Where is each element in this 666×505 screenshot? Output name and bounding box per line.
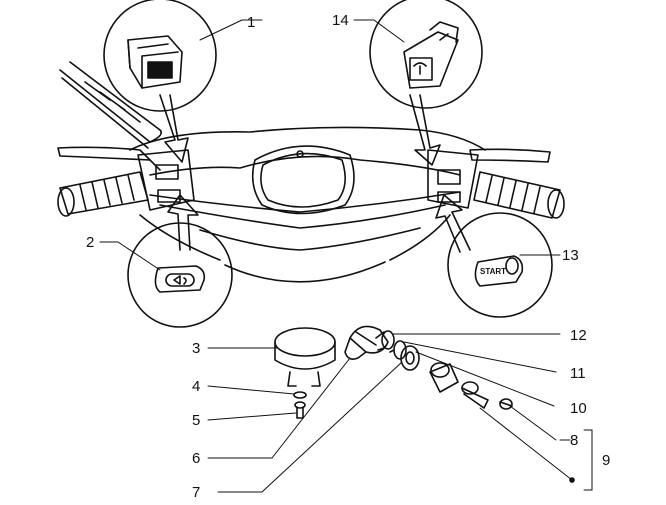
leader-dot — [569, 477, 575, 483]
part-11-socket — [389, 340, 407, 360]
callout-circle-14 — [369, 0, 483, 109]
part-label-9: 9 — [602, 452, 611, 469]
part-9-housing — [429, 362, 459, 393]
part-label-1: 1 — [247, 14, 256, 31]
part-label-13: 13 — [562, 247, 579, 264]
switch-part-1 — [127, 35, 183, 89]
part-5-screw — [294, 401, 306, 419]
handlebar-cover — [129, 126, 486, 283]
callout-circle-2 — [127, 222, 233, 328]
part-label-7: 7 — [192, 484, 201, 501]
mirror-stalk — [59, 61, 163, 149]
instrument-panel — [251, 145, 355, 215]
arrow-part-13 — [435, 194, 471, 253]
part-label-12: 12 — [570, 327, 587, 344]
switch-part-13 — [474, 255, 524, 287]
arrow-part-14 — [409, 94, 441, 166]
callout-circle-13 — [447, 212, 553, 318]
arrow-part-2 — [167, 194, 199, 251]
part-label-3: 3 — [192, 340, 201, 357]
leader-lines — [99, 19, 593, 493]
part-label-10: 10 — [570, 400, 587, 417]
part-4-washer — [293, 391, 307, 399]
part-3-horn — [274, 327, 336, 387]
part-12-bulb — [375, 330, 395, 351]
part-label-2: 2 — [86, 234, 95, 251]
part-label-4: 4 — [192, 378, 201, 395]
left-grip — [57, 146, 161, 217]
part-label-5: 5 — [192, 412, 201, 429]
start-switch-label: START — [480, 267, 506, 276]
part-10-grommet — [400, 345, 420, 371]
right-switch-housing — [427, 149, 479, 209]
switch-part-2 — [154, 265, 206, 293]
part-label-11: 11 — [570, 365, 586, 382]
right-grip — [469, 148, 565, 219]
part-8-bolt — [461, 381, 513, 410]
callout-circle-1 — [103, 0, 217, 112]
arrow-part-1 — [159, 94, 189, 163]
switch-part-14 — [403, 21, 459, 89]
part-label-14: 14 — [332, 12, 349, 29]
part-label-6: 6 — [192, 450, 201, 467]
part-label-8: 8 — [570, 432, 579, 449]
